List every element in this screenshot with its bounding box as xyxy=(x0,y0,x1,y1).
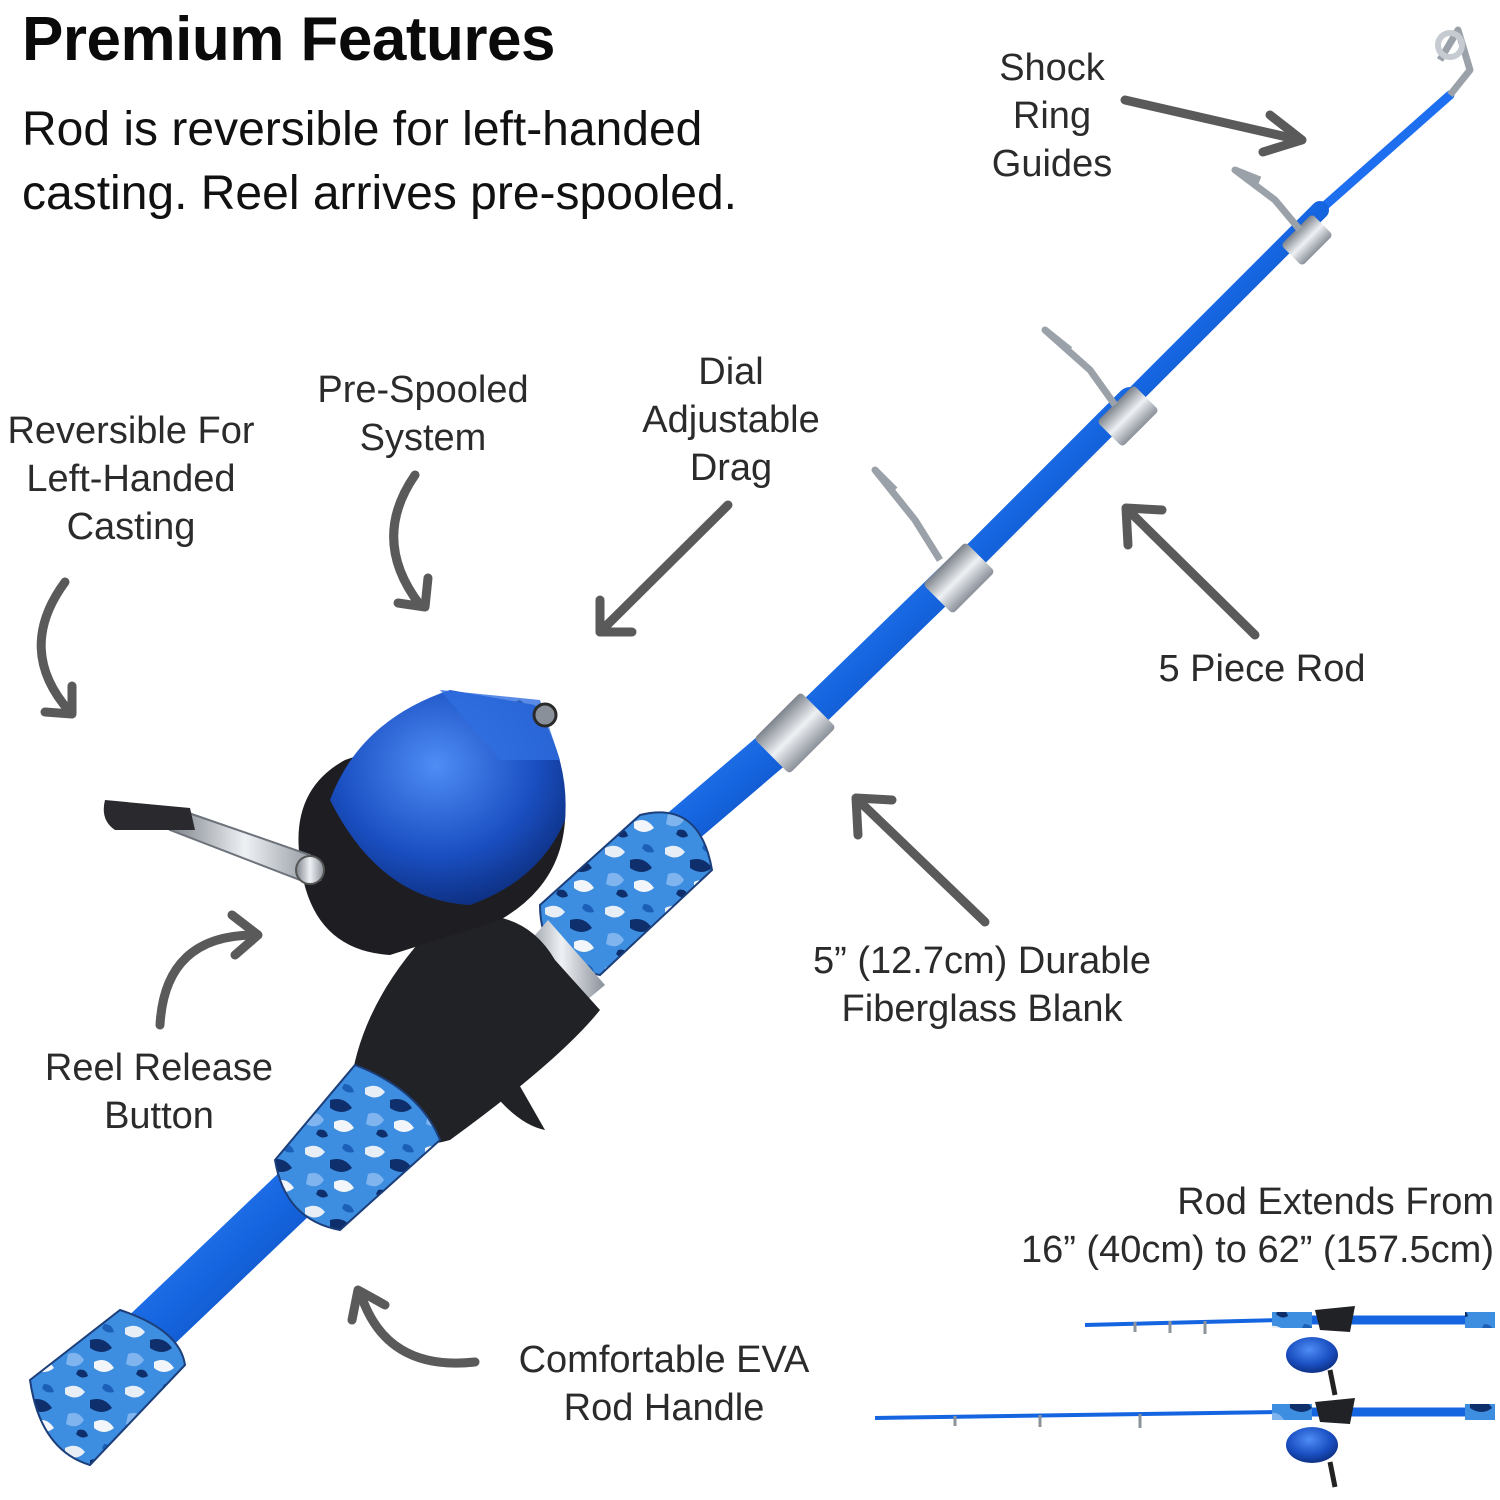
callout-line: Reversible For xyxy=(7,410,255,452)
spincast-reel-illustration xyxy=(103,690,566,955)
callout-line: 5” (12.7cm) Durable xyxy=(813,940,1151,982)
extended-rods-illustration xyxy=(874,1306,1495,1488)
callout-line: Guides xyxy=(991,143,1113,185)
callout-pre-spooled-system: Pre-Spooled System xyxy=(300,366,546,462)
callout-reversible-left-handed: Reversible For Left-Handed Casting xyxy=(0,407,262,551)
callout-line: Pre-Spooled xyxy=(317,369,529,411)
callout-line: Casting xyxy=(66,506,196,548)
arrow-icon-shock-ring xyxy=(1120,95,1307,157)
arrow-icon-fiberglass xyxy=(851,793,990,927)
callout-five-piece-rod: 5 Piece Rod xyxy=(1148,645,1376,693)
arrow-icon-eva-handle xyxy=(347,1285,480,1368)
callout-reel-release-button: Reel Release Button xyxy=(34,1044,284,1140)
callout-dial-adjustable-drag: Dial Adjustable Drag xyxy=(625,348,837,492)
callout-line: System xyxy=(359,417,487,459)
callout-line: Ring xyxy=(1012,95,1092,137)
arrow-icon-reel-release xyxy=(155,910,263,1030)
camo-grip-illustration-lower xyxy=(28,1063,442,1467)
callout-line: Adjustable xyxy=(642,399,820,441)
callout-shock-ring-guides: Shock Ring Guides xyxy=(982,44,1122,188)
callout-line: 5 Piece Rod xyxy=(1158,648,1366,690)
callout-line: Left-Handed xyxy=(26,458,236,500)
arrow-icon-five-piece xyxy=(1121,503,1260,640)
callout-line: Rod Extends From xyxy=(1177,1181,1494,1223)
callout-fiberglass-blank: 5” (12.7cm) Durable Fiberglass Blank xyxy=(790,937,1174,1033)
arrow-icon-pre-spooled xyxy=(389,470,433,612)
handle-body-illustration xyxy=(350,915,600,1145)
callout-line: Reel Release xyxy=(44,1047,274,1089)
callout-line: Fiberglass Blank xyxy=(841,988,1123,1030)
arrow-icon-dial-drag xyxy=(595,500,733,637)
subtitle-line-1: Rod is reversible for left-handed xyxy=(22,103,703,156)
callout-eva-rod-handle: Comfortable EVA Rod Handle xyxy=(495,1336,833,1432)
callout-rod-extends: Rod Extends From 16” (40cm) to 62” (157.… xyxy=(960,1178,1494,1274)
callout-line: 16” (40cm) to 62” (157.5cm) xyxy=(1020,1229,1494,1271)
callout-line: Drag xyxy=(689,447,773,489)
callout-line: Dial xyxy=(698,351,764,393)
callout-line: Button xyxy=(104,1095,214,1137)
page-title: Premium Features xyxy=(22,5,556,74)
callout-line: Shock xyxy=(999,47,1105,89)
subtitle-line-2: casting. Reel arrives pre-spooled. xyxy=(22,167,738,220)
callout-line: Rod Handle xyxy=(563,1387,765,1429)
page-subtitle: Rod is reversible for left-handed castin… xyxy=(22,98,922,226)
arrow-icon-reversible xyxy=(36,577,77,719)
callout-line: Comfortable EVA xyxy=(518,1339,810,1381)
